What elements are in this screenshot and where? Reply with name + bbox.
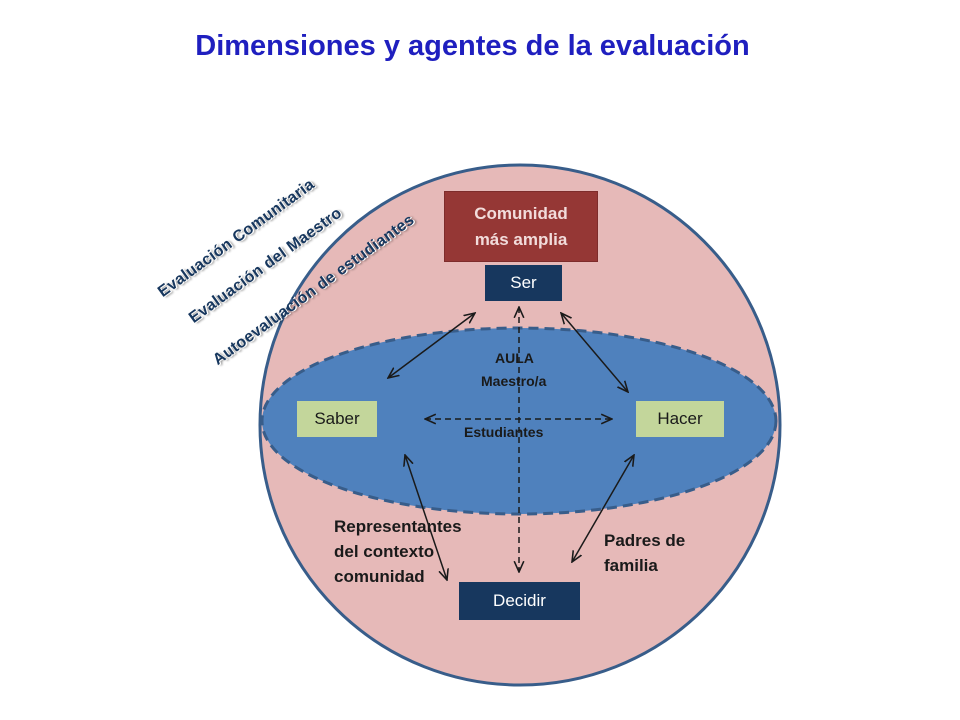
maestro-label: Maestro/a bbox=[481, 373, 547, 389]
aula-label: AULA bbox=[495, 350, 534, 366]
arrow-hacer-decidir bbox=[572, 455, 634, 562]
padres-label: Padres de familia bbox=[604, 531, 686, 575]
representantes-label: Representantes del contexto comunidad bbox=[334, 517, 462, 586]
comunidad-label: Comunidad más amplia bbox=[474, 203, 568, 249]
estudiantes-label: Estudiantes bbox=[464, 424, 544, 440]
arrow-saber-decidir bbox=[405, 455, 447, 580]
ser-box: Ser bbox=[485, 265, 562, 301]
comunidad-box: Comunidad más amplia bbox=[444, 191, 598, 262]
page-title: Dimensiones y agentes de la evaluación bbox=[195, 30, 750, 62]
hacer-box: Hacer bbox=[636, 401, 724, 437]
arrow-ser-hacer bbox=[561, 313, 628, 392]
saber-box: Saber bbox=[297, 401, 377, 437]
arrow-ser-saber bbox=[388, 313, 475, 378]
decidir-box: Decidir bbox=[459, 582, 580, 620]
